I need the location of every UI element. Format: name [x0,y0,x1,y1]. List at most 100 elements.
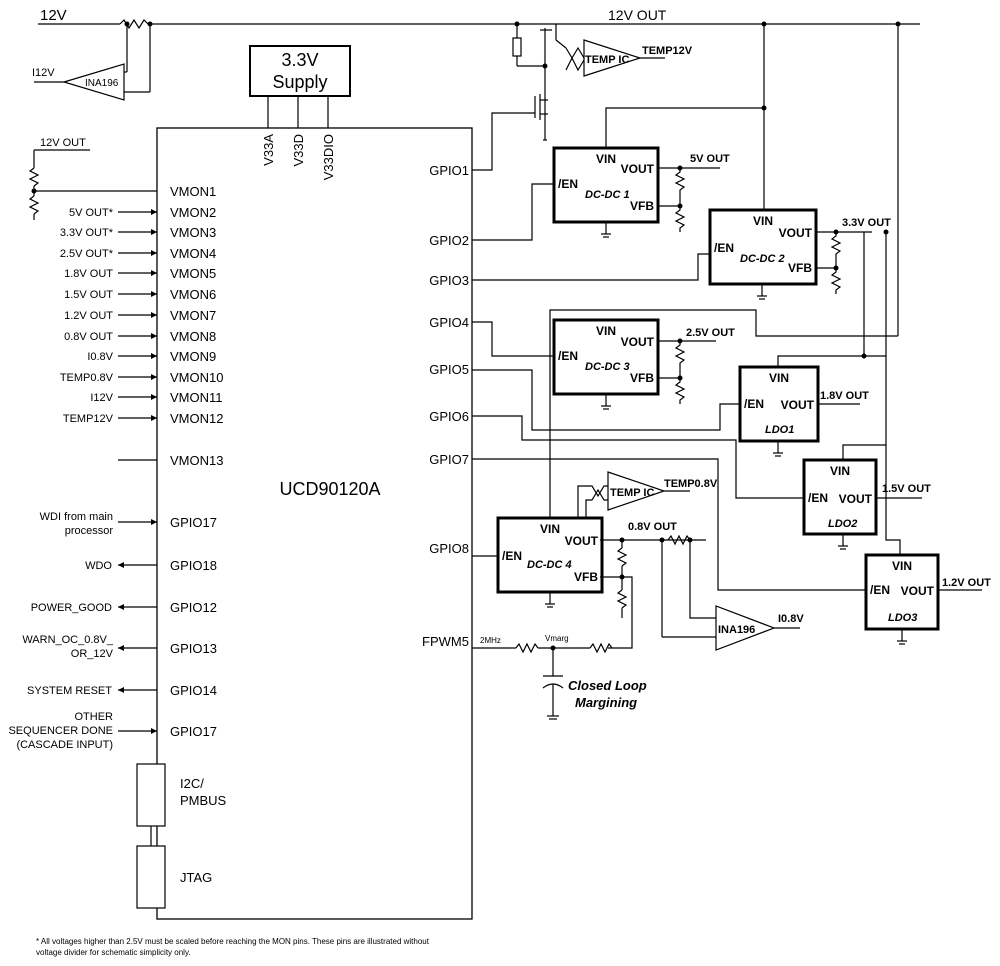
vin-label: VIN [769,371,789,385]
temp-ic-12v: TEMP IC TEMP12V [555,39,693,77]
vout-label: VOUT [621,335,655,349]
converter-name: DC-DC 1 [585,189,630,201]
ina196-12v-label: INA196 [85,78,119,89]
vout-label: VOUT [781,398,815,412]
i12v-out-label: I12V [32,67,55,79]
en-label: /EN [558,177,578,191]
ucd90120a-chip: UCD90120A V33A V33D V33DIO [156,127,473,920]
chip-left-pins: VMON1VMON2VMON3VMON4VMON5VMON6VMON7VMON8… [170,184,223,739]
ina196-12v: INA196 I12V [32,24,151,101]
pin-right-2: GPIO2 [429,233,469,248]
converter-out-label: 3.3V OUT [842,217,891,229]
wdi-line2: processor [65,525,114,537]
chip-name: UCD90120A [279,479,380,499]
other-line2: SEQUENCER DONE [8,725,113,737]
vin-label: VIN [540,522,560,536]
pin-left-2: VMON2 [170,205,216,220]
i2c-label-2: PMBUS [180,793,227,808]
pin-right-6: GPIO6 [429,409,469,424]
pin-right-8: GPIO8 [429,541,469,556]
converter-name: LDO3 [888,612,917,624]
vmon-signal-8: 0.8V OUT [64,331,113,343]
warn-line1: WARN_OC_0.8V_ [22,634,114,646]
interconnect-wires [472,24,901,591]
other-line3: (CASCADE INPUT) [16,739,113,751]
pin-left-12: VMON12 [170,411,223,426]
dcdc4-extras: TEMP IC TEMP0.8V 0.8V OUT INA196 I0.8V 2… [472,471,804,720]
system-reset-label: SYSTEM RESET [27,685,112,697]
temp08-out-label: TEMP0.8V [664,478,718,490]
converter-5: VIN/EN VOUT LDO2 1.5V OUT [802,458,931,550]
vmon-signal-7: 1.2V OUT [64,310,113,322]
freq-label: 2MHz [480,636,501,645]
pin-left-19: GPIO17 [170,724,217,739]
en-label: /EN [808,491,828,505]
other-line1: OTHER [75,711,114,723]
en-label: /EN [870,583,890,597]
footnote-line1: * All voltages higher than 2.5V must be … [36,937,430,946]
pin-left-7: VMON7 [170,308,216,323]
temp12v-out-label: TEMP12V [642,45,693,57]
pin-left-13: VMON13 [170,453,223,468]
gpio-left-signals: WDI from main processor WDO POWER_GOOD W… [8,511,157,751]
supply-line2: Supply [272,72,327,92]
vmon1-signal: 12V OUT [40,137,86,149]
pin-v33dio: V33DIO [321,134,336,180]
wdi-line1: WDI from main [40,511,113,523]
temp-ic-08-label: TEMP IC [610,487,654,499]
vfb-label: VFB [630,371,654,385]
vin-label: VIN [892,559,912,573]
vmon-signal-3: 3.3V OUT* [60,227,114,239]
vfb-label: VFB [788,261,812,275]
pin-left-8: VMON8 [170,329,216,344]
converter-out-label: 1.8V OUT [820,390,869,402]
power-good-label: POWER_GOOD [31,602,112,614]
converter-out-label: 1.2V OUT [942,577,991,589]
pin-left-9: VMON9 [170,349,216,364]
converter-out-label: 1.5V OUT [882,483,931,495]
converter-out-label: 2.5V OUT [686,327,735,339]
rail-12v-out-label: 12V OUT [608,7,667,23]
margining-caption-2: Margining [575,695,637,710]
vin-label: VIN [596,324,616,338]
vin-label: VIN [753,214,773,228]
converter-name: LDO2 [828,518,857,530]
pin-right-3: GPIO3 [429,273,469,288]
footnote-line2: voltage divider for schematic simplicity… [36,948,191,957]
i2c-label-1: I2C/ [180,776,204,791]
supply-line1: 3.3V [281,50,318,70]
pin-v33a: V33A [261,134,276,166]
out-08-label: 0.8V OUT [628,521,677,533]
pin-left-10: VMON10 [170,370,223,385]
vout-label: VOUT [565,534,599,548]
pin-left-11: VMON11 [170,390,223,405]
converter-name: DC-DC 3 [585,361,630,373]
vout-label: VOUT [839,492,873,506]
pin-left-4: VMON4 [170,246,216,261]
vmon-signal-2: 5V OUT* [69,207,114,219]
vout-label: VOUT [621,162,655,176]
pin-left-16: GPIO12 [170,600,217,615]
vout-label: VOUT [901,584,935,598]
supply-box: 3.3V Supply [249,45,351,128]
output-rail: 12V OUT [514,7,920,27]
mosfet-switch [512,23,560,141]
vmon-signal-10: TEMP0.8V [60,372,114,384]
pin-v33d: V33D [291,134,306,167]
pin-right-1: GPIO1 [429,163,469,178]
chip-right-pins: GPIO1GPIO2GPIO3GPIO4GPIO5GPIO6GPIO7GPIO8… [422,163,469,649]
pin-left-5: VMON5 [170,266,216,281]
converter-out-label: 5V OUT [690,153,730,165]
vin-label: VIN [596,152,616,166]
vin-label: VIN [830,464,850,478]
pin-left-15: GPIO18 [170,558,217,573]
pin-left-14: GPIO17 [170,515,217,530]
vmon1-divider: 12V OUT [28,137,157,220]
temp-ic-12v-label: TEMP IC [585,54,629,66]
